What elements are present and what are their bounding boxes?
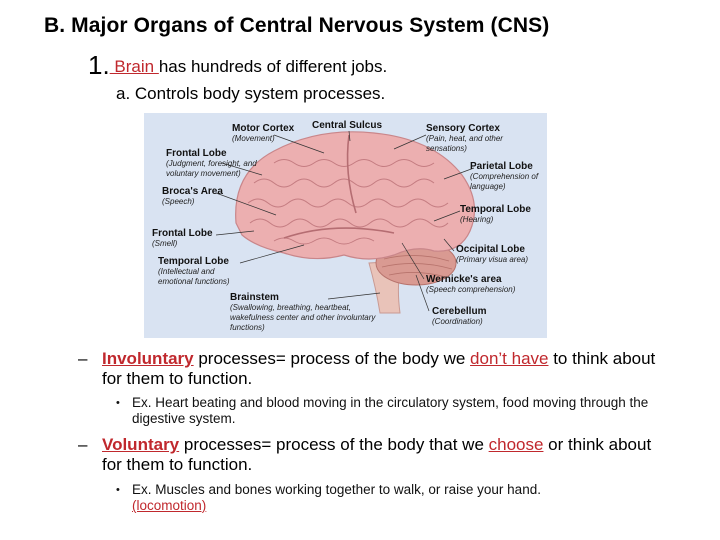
dash-marker: – [78, 435, 88, 454]
label-sensory-cortex: Sensory Cortex(Pain, heat, and other sen… [426, 123, 503, 154]
answer-blank: Brain [109, 57, 159, 76]
term-voluntary: Voluntary [102, 435, 180, 454]
label-brocas-area: Broca's Area(Speech) [162, 186, 223, 207]
point-1a: a. Controls body system processes. [116, 84, 386, 103]
term-involuntary: Involuntary [102, 349, 194, 368]
term-locomotion: (locomotion) [132, 498, 207, 513]
label-parietal-lobe: Parietal Lobe(Comprehension of language) [470, 161, 539, 192]
point-1: 1. Brain has hundreds of different jobs. [88, 50, 387, 81]
label-temporal-lobe-left: Temporal Lobe(Intellectual and emotional… [158, 256, 230, 287]
dash-marker: – [78, 349, 88, 368]
label-occipital-lobe: Occipital Lobe(Primary visua area) [456, 244, 529, 265]
brain-illustration [215, 130, 476, 314]
bullet-dot: • [116, 484, 120, 496]
point-number: 1. [88, 50, 110, 80]
label-cerebellum: Cerebellum(Coordination) [432, 306, 487, 327]
emph-choose: choose [488, 435, 544, 454]
label-frontal-lobe: Frontal Lobe(Judgment, foresight, and vo… [166, 148, 257, 179]
emph-dont-have: don’t have [470, 349, 549, 368]
label-temporal-lobe-right: Temporal Lobe(Hearing) [460, 204, 531, 225]
label-central-sulcus: Central Sulcus [312, 120, 383, 131]
label-wernickes-area: Wernicke's area(Speech comprehension) [426, 274, 516, 295]
brain-diagram: Motor Cortex(Movement) Central Sulcus Se… [144, 113, 547, 338]
label-motor-cortex: Motor Cortex(Movement) [232, 123, 295, 144]
label-brainstem: Brainstem(Swallowing, breathing, heartbe… [230, 292, 376, 333]
bullet-dot: • [116, 397, 120, 409]
point-text: has hundreds of different jobs. [158, 57, 388, 76]
label-frontal-lobe-smell: Frontal Lobe(Smell) [152, 228, 213, 249]
slide-title: B. Major Organs of Central Nervous Syste… [44, 14, 550, 37]
